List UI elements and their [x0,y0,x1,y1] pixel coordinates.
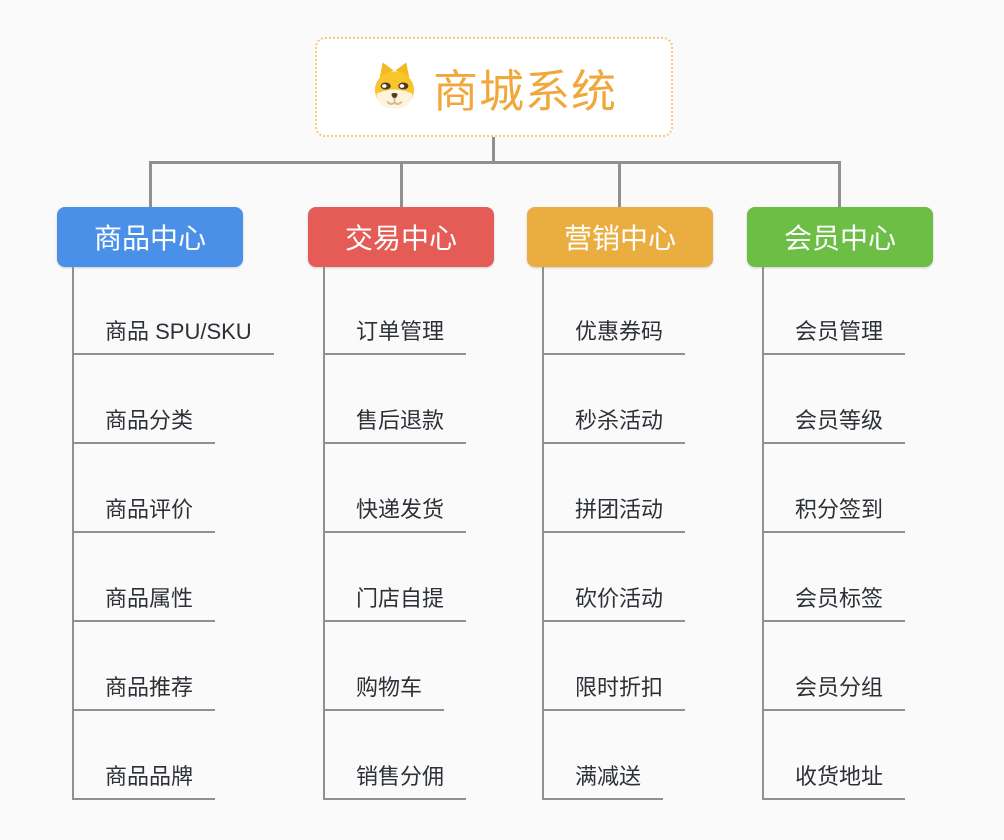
leaf-node[interactable]: 商品 SPU/SKU [72,316,274,355]
connector-drop-marketing [618,161,621,208]
leaf-node[interactable]: 快递发货 [323,494,467,533]
leaf-node[interactable]: 会员等级 [762,405,906,444]
branch-marketing-center: 优惠券码 秒杀活动 拼团活动 砍价活动 限时折扣 满减送 [542,267,782,800]
leaf-node[interactable]: 商品品牌 [72,761,216,800]
node-product-center[interactable]: 商品中心 [57,207,243,267]
leaf-node[interactable]: 优惠券码 [542,316,686,355]
node-member-center[interactable]: 会员中心 [747,207,933,267]
leaf-node[interactable]: 会员管理 [762,316,906,355]
leaf-node[interactable]: 销售分佣 [323,761,467,800]
connector-drop-trade [400,161,403,208]
leaf-node[interactable]: 订单管理 [323,316,467,355]
leaf-node[interactable]: 积分签到 [762,494,906,533]
leaf-node[interactable]: 售后退款 [323,405,467,444]
branch-spine [72,267,74,800]
leaf-node[interactable]: 秒杀活动 [542,405,686,444]
leaf-node[interactable]: 收货地址 [762,761,906,800]
connector-drop-products [149,161,152,208]
node-marketing-center[interactable]: 营销中心 [527,207,713,267]
leaf-node[interactable]: 拼团活动 [542,494,686,533]
leaf-node[interactable]: 满减送 [542,761,664,800]
connector-drop-members [838,161,841,208]
branch-spine [542,267,544,800]
leaf-node[interactable]: 商品属性 [72,583,216,622]
leaf-node[interactable]: 限时折扣 [542,672,686,711]
leaf-node[interactable]: 门店自提 [323,583,467,622]
branch-spine [323,267,325,800]
connector-bus [149,161,840,164]
branch-trade-center: 订单管理 售后退款 快递发货 门店自提 购物车 销售分佣 [323,267,563,800]
branch-member-center: 会员管理 会员等级 积分签到 会员标签 会员分组 收货地址 [762,267,1002,800]
node-trade-center[interactable]: 交易中心 [308,207,494,267]
leaf-node[interactable]: 会员分组 [762,672,906,711]
leaf-node[interactable]: 会员标签 [762,583,906,622]
connector-root-drop [492,137,495,163]
root-title: 商城系统 [432,65,617,117]
leaf-node[interactable]: 砍价活动 [542,583,686,622]
leaf-node[interactable]: 商品推荐 [72,672,216,711]
leaf-node[interactable]: 购物车 [323,672,445,711]
leaf-node[interactable]: 商品评价 [72,494,216,533]
root-node[interactable]: 商城系统 [315,37,673,137]
branch-spine [762,267,764,800]
branch-product-center: 商品 SPU/SKU 商品分类 商品评价 商品属性 商品推荐 商品品牌 [72,267,312,800]
dog-face-icon [374,62,415,109]
leaf-node[interactable]: 商品分类 [72,405,216,444]
